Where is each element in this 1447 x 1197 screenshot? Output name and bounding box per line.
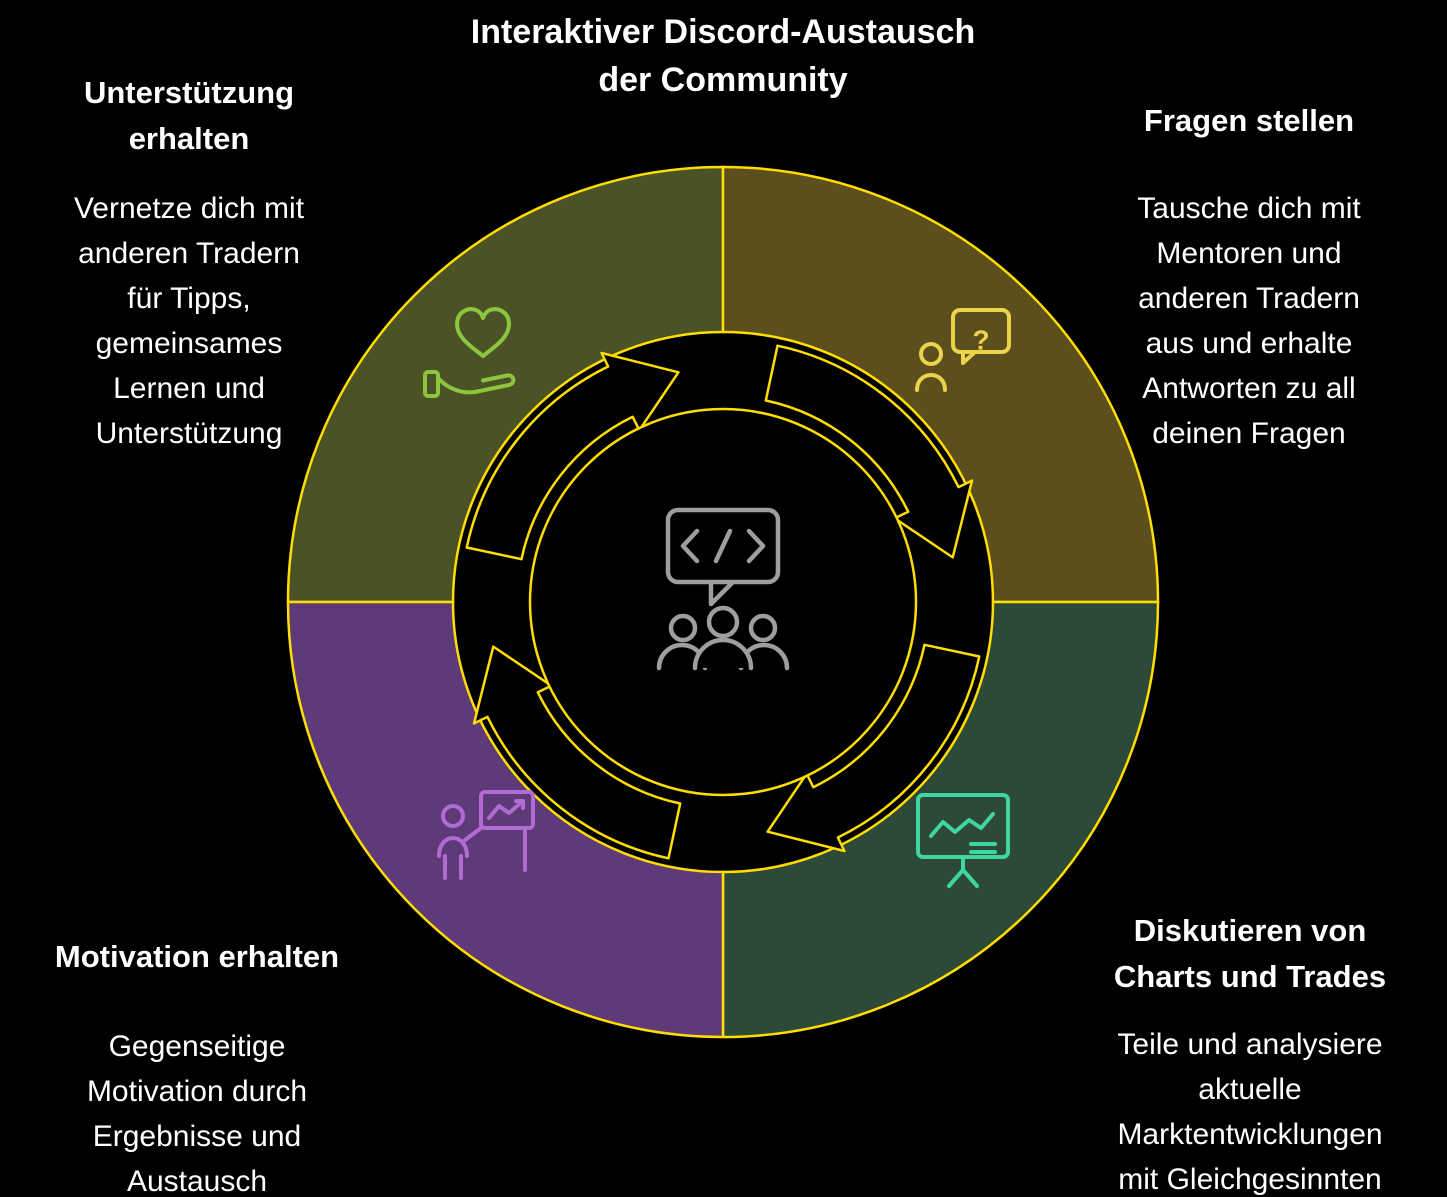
asker-head [919, 342, 943, 366]
hand-cuff [423, 370, 440, 398]
presenter-body [437, 836, 469, 858]
page-title: Interaktiver Discord-Austausch der Commu… [470, 13, 976, 100]
quadrant-top-right [721, 165, 1160, 604]
question-bubble-tail [961, 350, 977, 365]
section-fragen-stellen: Fragen stellen Tausche dich mit Mentoren… [1088, 80, 1410, 474]
presenter-head [441, 804, 465, 828]
section-heading: Motivation erhalten [54, 939, 340, 974]
chart-text-lines [969, 842, 997, 854]
center-circle [528, 407, 918, 797]
section-body: Teile und analysiere aktuelle Marktentwi… [1117, 1027, 1383, 1196]
code-bracket-left [680, 528, 700, 564]
section-heading: Diskutieren von Charts und Trades [1113, 913, 1387, 994]
question-bubble [951, 308, 1011, 354]
person-body-center [692, 637, 754, 671]
section-body: Vernetze dich mit anderen Tradern für Ti… [73, 191, 305, 450]
hand-palm [436, 373, 516, 395]
person-head-center [706, 605, 740, 639]
section-diskutieren-charts-trades: Diskutieren von Charts und Trades Teile … [1062, 890, 1438, 1197]
person-head-left [668, 613, 698, 643]
presenter-chart-icon [437, 790, 535, 880]
presenter-legs [443, 854, 463, 880]
growth-line [487, 799, 525, 820]
growth-arrowhead [514, 799, 525, 810]
hand-heart-icon [423, 307, 516, 398]
code-bubble [665, 507, 781, 585]
code-chat-community-icon [656, 507, 790, 671]
quadrant-bottom-left [286, 600, 725, 1039]
growth-board [479, 790, 535, 830]
question-mark: ? [972, 325, 989, 356]
asker-body [915, 373, 947, 392]
person-head-right [748, 613, 778, 643]
section-unterstuetzung-erhalten: Unterstützung erhalten Vernetze dich mit… [28, 52, 350, 474]
section-body: Gegenseitige Motivation durch Ergebnisse… [86, 1029, 308, 1197]
code-slash [713, 528, 733, 564]
presenter-arm [463, 826, 483, 842]
section-heading: Fragen stellen [1143, 103, 1355, 138]
section-heading: Unterstützung erhalten [83, 75, 295, 156]
quadrant-bottom-right [721, 600, 1160, 1039]
chart-wave-line [929, 812, 995, 838]
code-bracket-right [746, 528, 766, 564]
chart-presentation-icon [916, 793, 1010, 888]
code-bubble-tail [708, 579, 736, 607]
section-motivation-erhalten: Motivation erhalten Gegenseitige Motivat… [12, 916, 382, 1197]
section-body: Tausche dich mit Mentoren und anderen Tr… [1137, 191, 1361, 450]
chart-board-stand [947, 855, 979, 888]
person-question-icon: ? [915, 308, 1011, 392]
heart-shape [455, 307, 511, 358]
